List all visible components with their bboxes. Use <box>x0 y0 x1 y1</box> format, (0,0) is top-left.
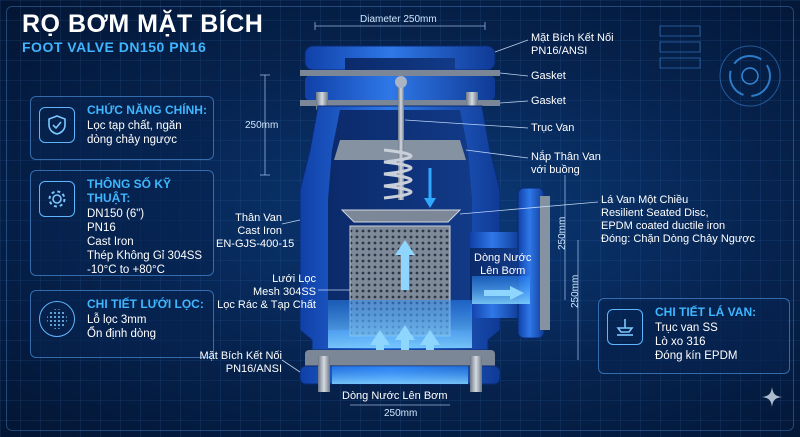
dim-right-height-1: 250mm <box>557 216 568 250</box>
gear-icon <box>39 181 75 217</box>
card-specs-line: DN150 (6") <box>87 208 145 220</box>
title-block: RỌ BƠM MẶT BÍCH FOOT VALVE DN150 PN16 <box>22 10 263 55</box>
card-strainer-heading: CHI TIẾT LƯỚI LỌC: <box>87 297 204 311</box>
card-specs-line: PN16 <box>87 222 116 234</box>
label-gasket-2: Gasket <box>531 95 566 107</box>
card-strainer-line: Ổn định dòng <box>87 328 157 340</box>
card-specs-line: -10°C to +80°C <box>87 264 165 276</box>
card-specs-line: Thép Không Gỉ 304SS <box>87 250 203 262</box>
dimension-lines <box>260 22 579 406</box>
valve-disc-icon <box>607 309 643 345</box>
water-flow <box>328 300 472 348</box>
card-function: CHỨC NĂNG CHÍNH: Lọc tạp chất, ngăn dòng… <box>30 96 214 160</box>
dim-left-height: 250mm <box>245 120 279 131</box>
card-specs: THÔNG SỐ KỸ THUẬT: DN150 (6") PN16 Cast … <box>30 170 214 276</box>
bottom-flange <box>299 350 501 392</box>
card-disc-line: Trục van SS <box>655 322 718 334</box>
hud-frame <box>6 6 794 431</box>
mesh-icon <box>39 301 75 337</box>
valve-disc <box>340 209 462 223</box>
card-specs-heading: THÔNG SỐ KỸ THUẬT: <box>87 177 172 205</box>
spring <box>383 148 413 200</box>
label-flow-bottom: Dòng Nước Lên Bơm <box>342 390 448 402</box>
gasket <box>300 70 500 76</box>
label-gasket-1: Gasket <box>531 70 566 82</box>
page-title: RỌ BƠM MẶT BÍCH <box>22 10 264 38</box>
leader-lines <box>281 39 599 373</box>
dim-top-diameter: Diameter 250mm <box>360 14 437 25</box>
hud-decoration <box>659 25 781 107</box>
card-function-line: dòng chảy ngược <box>87 134 178 146</box>
card-disc: CHI TIẾT LÁ VAN: Trục van SS Lò xo 316 Đ… <box>598 298 790 374</box>
valve-shaft <box>398 80 404 200</box>
dim-right-height-2: 250mm <box>570 274 581 308</box>
card-disc-line: Lò xo 316 <box>655 336 706 348</box>
card-function-heading: CHỨC NĂNG CHÍNH: <box>87 103 207 117</box>
card-disc-heading: CHI TIẾT LÁ VAN: <box>655 305 757 319</box>
dim-bottom-width: 250mm <box>384 408 418 419</box>
card-function-line: Lọc tạp chất, ngăn <box>87 120 182 132</box>
shield-check-icon <box>39 107 75 143</box>
sparkle-icon <box>762 387 782 407</box>
card-disc-line: Đóng kín EPDM <box>655 350 738 362</box>
card-strainer-line: Lỗ lọc 3mm <box>87 314 147 326</box>
page-subtitle: FOOT VALVE DN150 PN16 <box>22 39 207 55</box>
card-specs-line: Cast Iron <box>87 236 134 248</box>
card-strainer: CHI TIẾT LƯỚI LỌC: Lỗ lọc 3mm Ổn định dò… <box>30 290 214 358</box>
label-shaft: Trục Van <box>531 122 575 134</box>
